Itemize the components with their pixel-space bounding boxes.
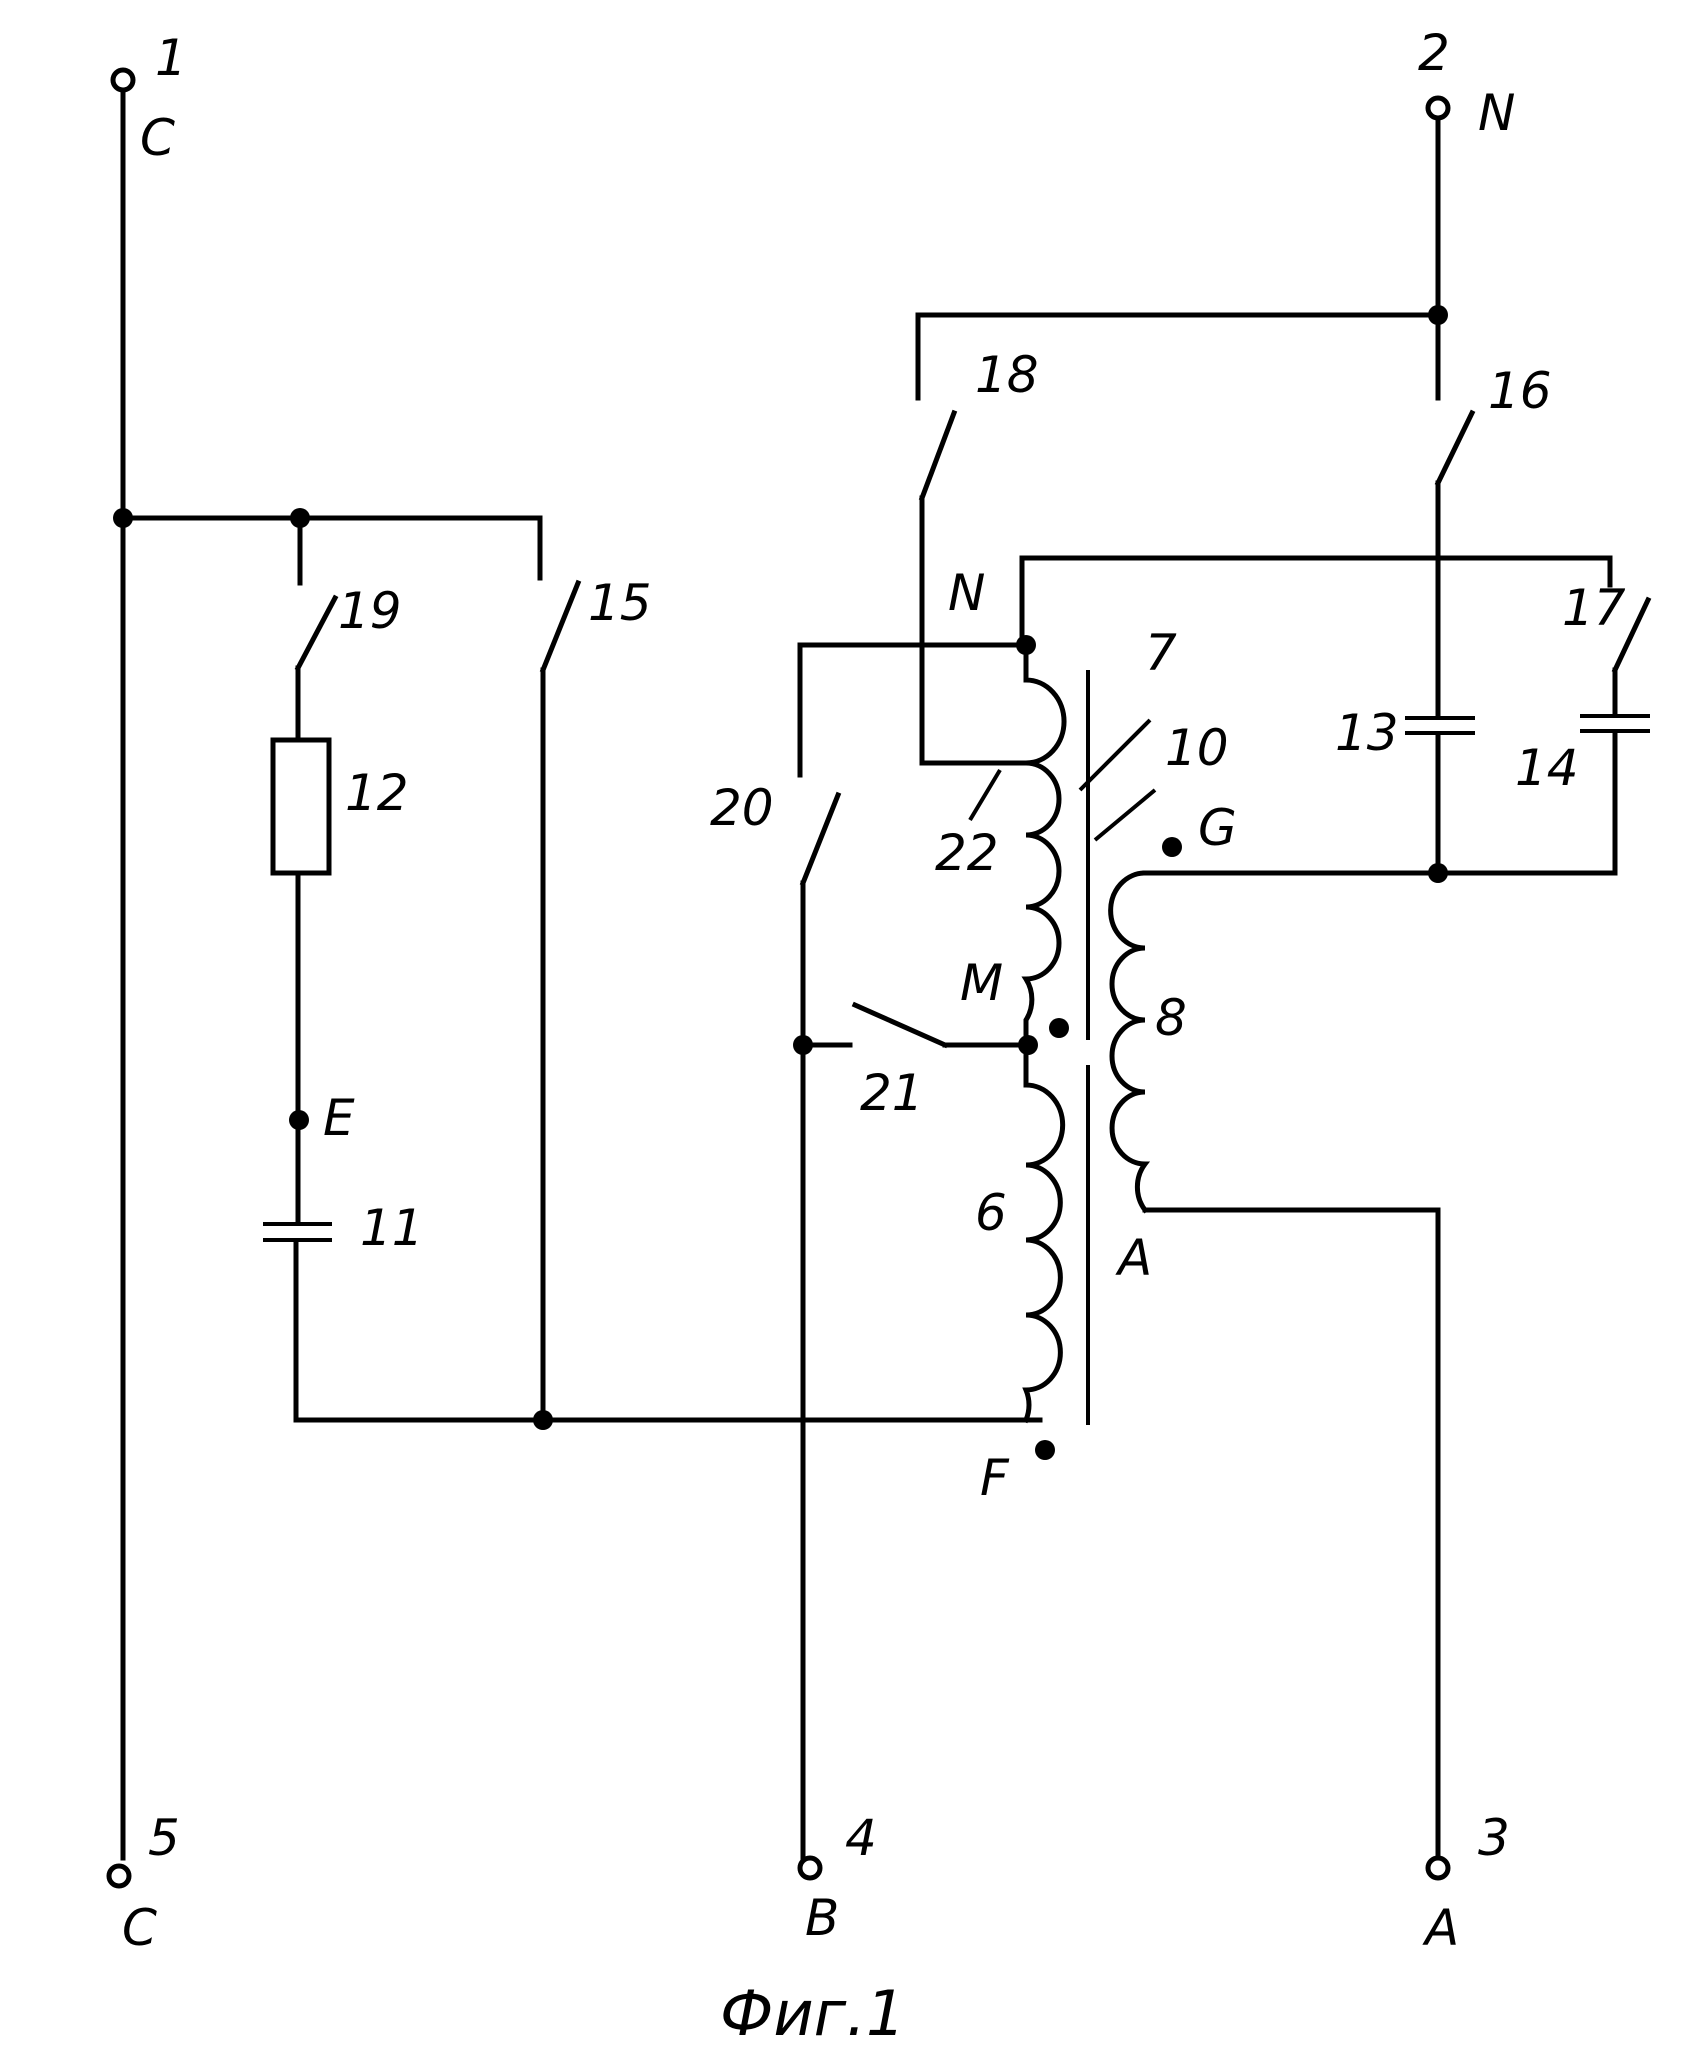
terminal-3: 3 A	[1422, 1809, 1510, 1957]
node-e-dot	[289, 1110, 309, 1130]
terminal-4-number: 4	[845, 1809, 877, 1867]
terminal-4: 4 B	[797, 1809, 877, 1947]
terminal-2-feed	[915, 95, 1451, 401]
switches-20-21	[793, 645, 1038, 1861]
label-a-node: A	[1115, 1229, 1152, 1287]
terminal-1-phase: C	[140, 109, 175, 167]
label-f: F	[980, 1449, 1010, 1507]
label-18: 18	[975, 346, 1039, 404]
terminal-2-number: 2	[1418, 24, 1450, 82]
label-e: E	[323, 1089, 355, 1147]
label-13: 13	[1335, 704, 1399, 762]
label-19: 19	[338, 582, 402, 640]
label-22: 22	[935, 824, 999, 882]
core-10	[1078, 670, 1157, 1425]
label-7: 7	[1145, 624, 1177, 682]
label-11: 11	[360, 1199, 424, 1257]
label-17: 17	[1562, 579, 1626, 637]
winding-6	[1022, 1042, 1066, 1460]
label-12: 12	[345, 764, 409, 822]
terminal-3-phase: A	[1422, 1899, 1459, 1957]
label-21: 21	[860, 1064, 924, 1122]
label-14: 14	[1515, 739, 1579, 797]
label-m: M	[960, 954, 1003, 1012]
label-16: 16	[1488, 362, 1552, 420]
label-20: 20	[710, 779, 774, 837]
label-15: 15	[588, 574, 652, 632]
branch-19-12-11	[113, 508, 1043, 1423]
label-10: 10	[1165, 719, 1229, 777]
terminal-1-number: 1	[155, 29, 187, 87]
label-8: 8	[1155, 989, 1187, 1047]
terminal-3-number: 3	[1478, 1809, 1510, 1867]
switch-18	[918, 409, 1029, 766]
label-g: G	[1198, 799, 1237, 857]
label-n: N	[948, 564, 985, 622]
terminal-5-number: 5	[148, 1809, 180, 1867]
terminal-5-phase: C	[122, 1899, 157, 1957]
n-bus-switch-17	[1019, 555, 1652, 876]
branch-15	[533, 579, 582, 1430]
switch-16-cap-13	[1405, 409, 1476, 883]
terminal-5: 5 C	[106, 1809, 180, 1957]
terminal-4-phase: B	[805, 1889, 839, 1947]
terminal-2-phase: N	[1478, 84, 1515, 142]
label-6: 6	[975, 1184, 1007, 1242]
figure-caption: Фиг.1	[720, 1977, 905, 2050]
left-bus	[120, 85, 543, 1861]
winding-8	[1108, 837, 1441, 1861]
terminal-1: 1 C	[110, 29, 187, 167]
